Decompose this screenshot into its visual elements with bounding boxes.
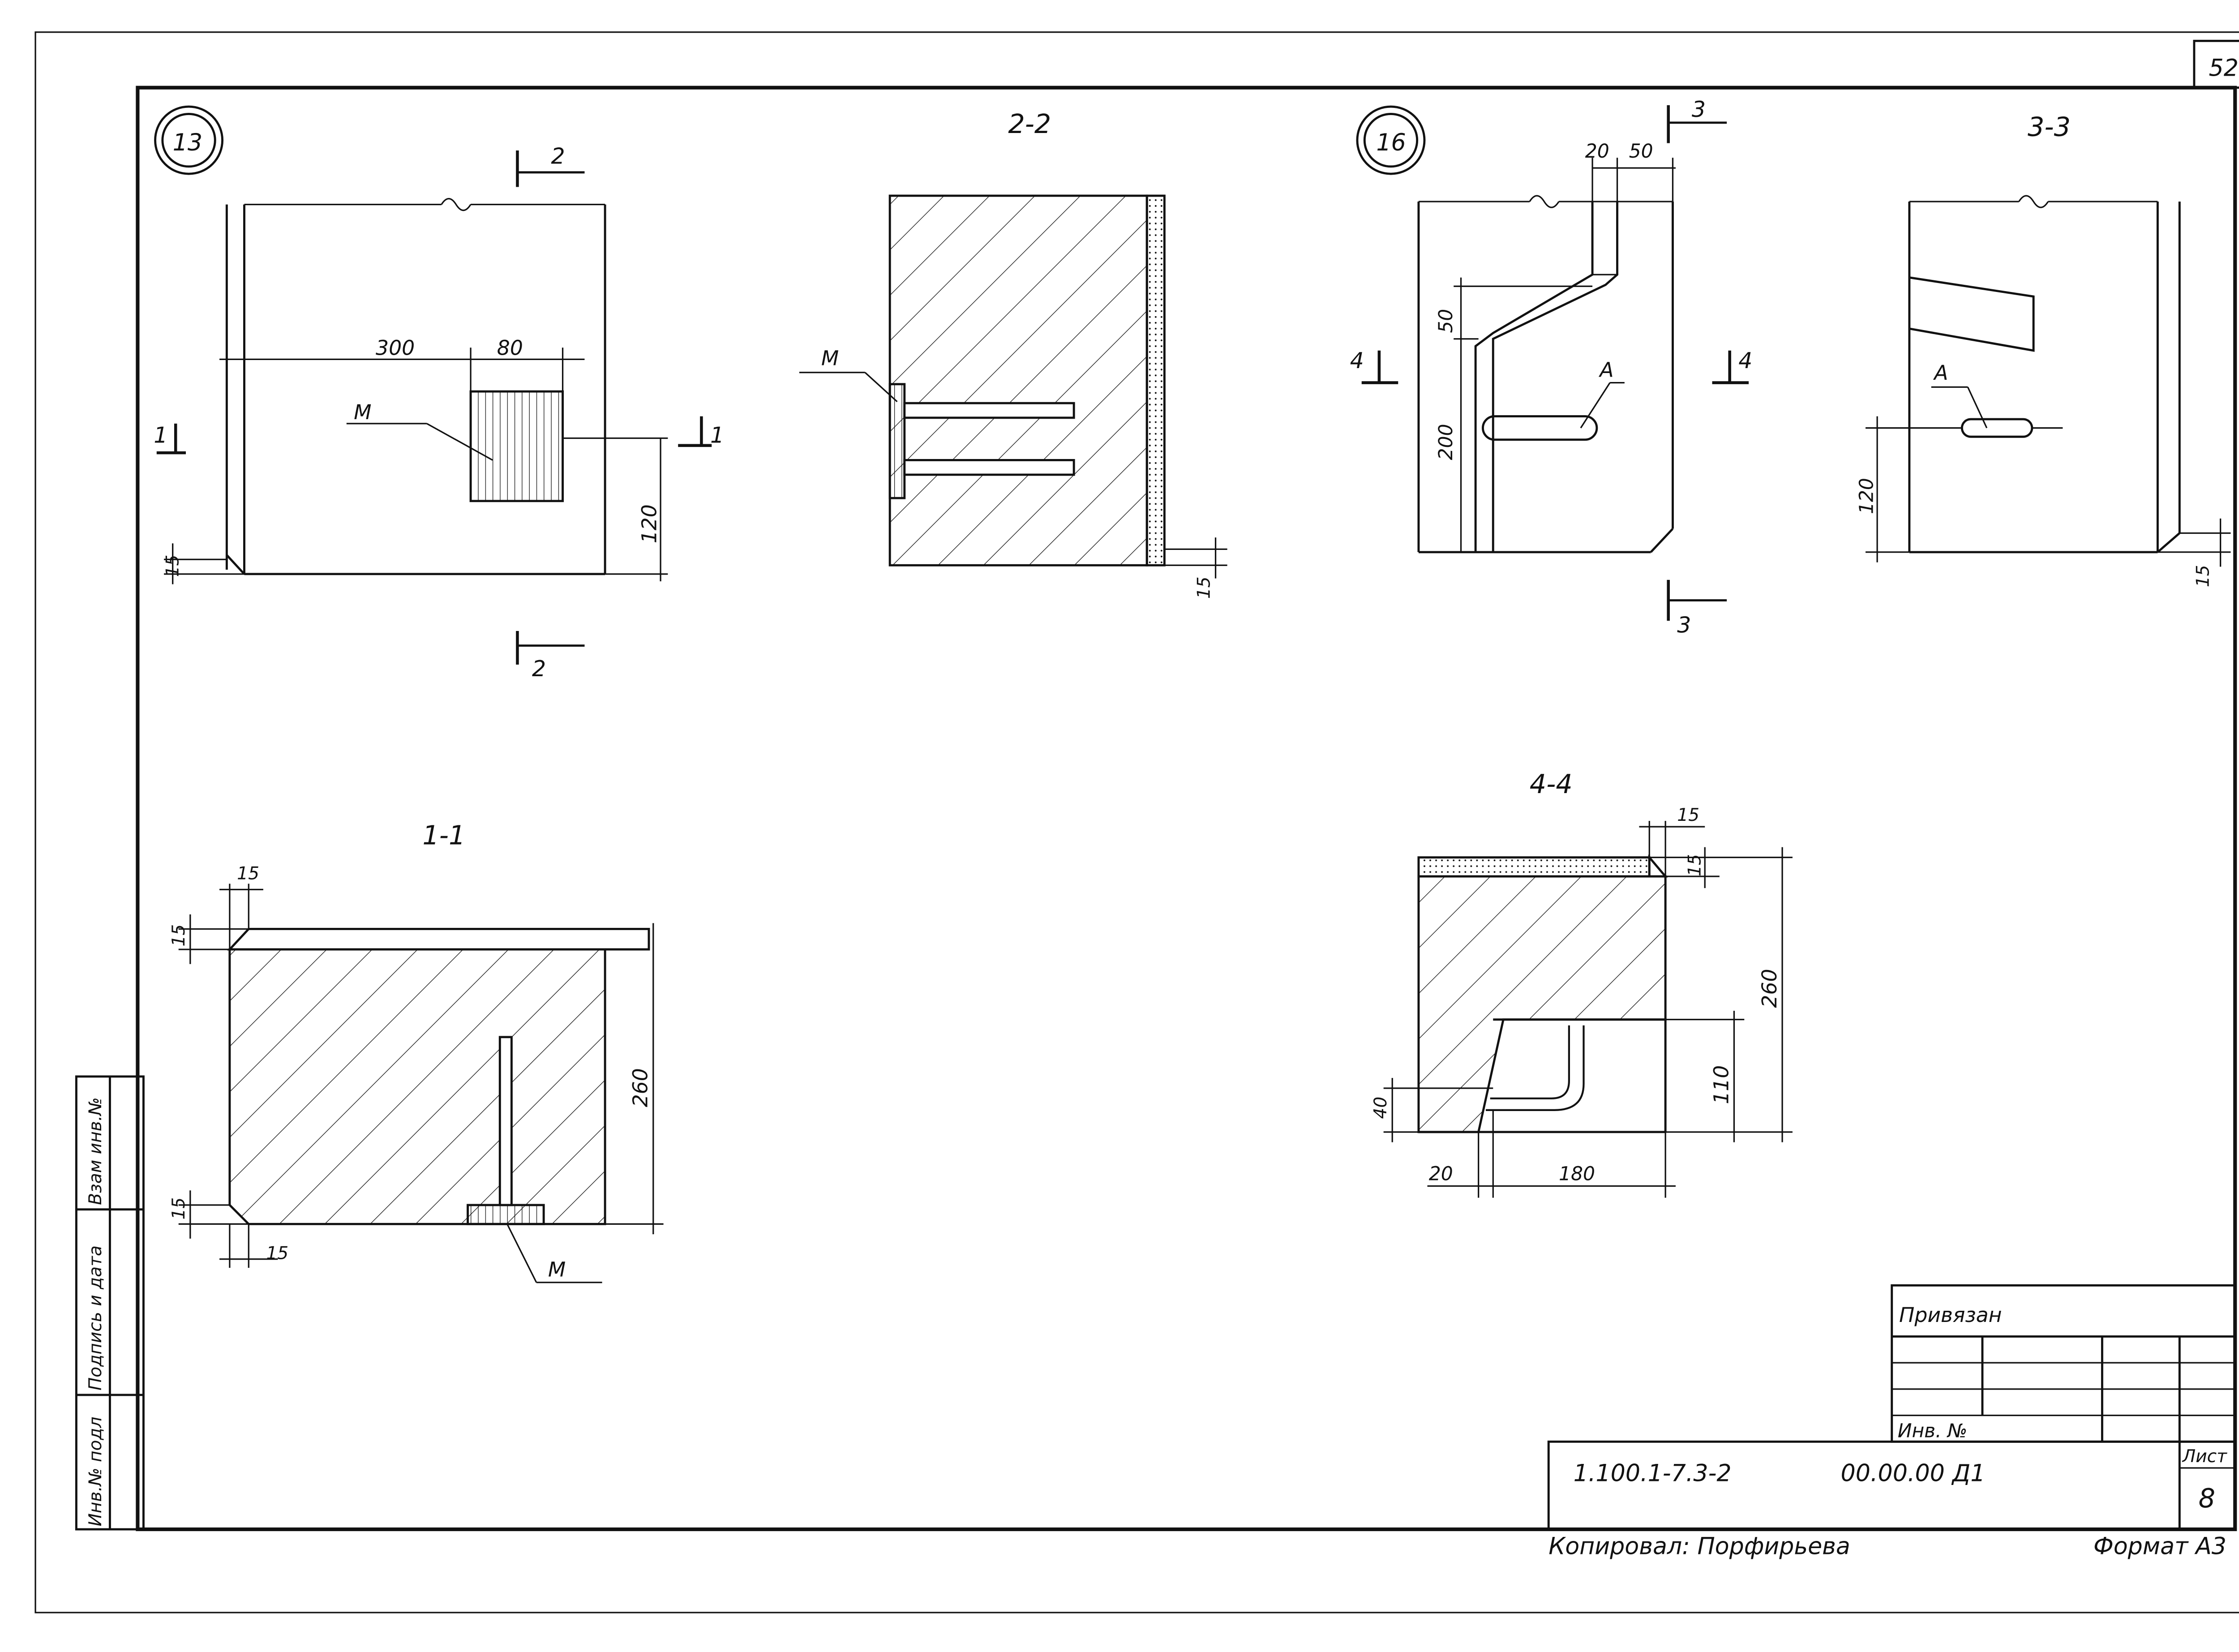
- dim-15-11-bot-h: 15: [266, 1244, 288, 1264]
- node-13-number: 13: [173, 129, 202, 156]
- dim-300: 300: [376, 336, 415, 360]
- node-16-number: 16: [1376, 129, 1406, 156]
- dim-120-33: 120: [1855, 478, 1877, 514]
- label-a-33: А: [1933, 361, 1948, 385]
- cut-4-left: 4: [1350, 348, 1364, 373]
- node-13-elevation: [154, 105, 712, 665]
- section-1-1: [178, 884, 664, 1283]
- dim-110-44: 110: [1709, 1065, 1733, 1104]
- doc-code-right: 00.00.00 Д1: [1841, 1460, 1986, 1487]
- dim-15-22: 15: [1194, 577, 1214, 599]
- label-m-13: М: [354, 400, 371, 424]
- cut-4-right: 4: [1738, 348, 1752, 373]
- label-m-11: М: [548, 1258, 566, 1282]
- label-m-22: М: [821, 346, 839, 370]
- outer-border: [34, 31, 2239, 1613]
- section-4-4: [1383, 821, 1793, 1198]
- dim-80: 80: [497, 336, 523, 360]
- doc-code-left: 1.100.1-7.3-2: [1574, 1460, 1732, 1487]
- dim-260-11: 260: [629, 1068, 652, 1107]
- sheet-number: 52: [2209, 55, 2239, 82]
- dim-50-vert: 50: [1435, 309, 1457, 333]
- stamp-podpis: Подпись и дата: [86, 1245, 106, 1390]
- privyazan-label: Привязан: [1899, 1303, 2002, 1327]
- dim-15-33: 15: [2193, 565, 2213, 587]
- inner-frame: [136, 86, 2237, 1532]
- node-16-elevation: [1356, 105, 1749, 621]
- dim-50-16: 50: [1629, 140, 1653, 162]
- cut-2-top: 2: [551, 143, 565, 169]
- dim-15-44-side: 15: [1685, 854, 1705, 876]
- inv-no-label: Инв. №: [1898, 1420, 1967, 1442]
- section-3-3-title: 3-3: [2028, 112, 2071, 142]
- list-label: Лист: [2182, 1446, 2227, 1467]
- dim-15-11-bot-v: 15: [169, 1197, 189, 1220]
- cut-1-right: 1: [710, 422, 724, 448]
- section-3-3: [1866, 195, 2231, 567]
- dim-20-44: 20: [1429, 1163, 1453, 1184]
- title-block: [1547, 1284, 2236, 1531]
- list-number: 8: [2199, 1483, 2215, 1514]
- section-2-2: [799, 194, 1227, 579]
- dim-120-13: 120: [637, 504, 661, 543]
- copied-by: Копировал: Порфирьева: [1548, 1533, 1850, 1560]
- stamp-vzam: Взам инв.№: [86, 1097, 106, 1205]
- dim-15-11-top-v: 15: [169, 924, 189, 947]
- dim-15-44-top: 15: [1677, 805, 1699, 825]
- label-a-16: А: [1598, 358, 1613, 382]
- dim-20-16: 20: [1585, 140, 1609, 162]
- dim-40-44: 40: [1371, 1097, 1391, 1119]
- section-1-1-title: 1-1: [422, 820, 465, 850]
- cut-2-bottom: 2: [532, 656, 546, 682]
- dim-180-44: 180: [1559, 1163, 1595, 1184]
- side-stamp: [75, 1075, 145, 1531]
- dim-200-16: 200: [1435, 424, 1457, 460]
- cut-3-top: 3: [1692, 97, 1706, 122]
- cut-3-bottom: 3: [1677, 612, 1691, 638]
- dim-15-11-top-h: 15: [237, 864, 259, 884]
- stamp-inv-podl: Инв.№ подл: [86, 1416, 106, 1526]
- dim-15-13: 15: [163, 555, 183, 577]
- section-4-4-title: 4-4: [1530, 769, 1573, 799]
- sheet-number-box: [2193, 39, 2239, 89]
- format-label: Формат А3: [2093, 1533, 2226, 1560]
- section-2-2-title: 2-2: [1008, 109, 1051, 139]
- dim-260-44: 260: [1758, 969, 1781, 1008]
- cut-1-left: 1: [154, 422, 167, 448]
